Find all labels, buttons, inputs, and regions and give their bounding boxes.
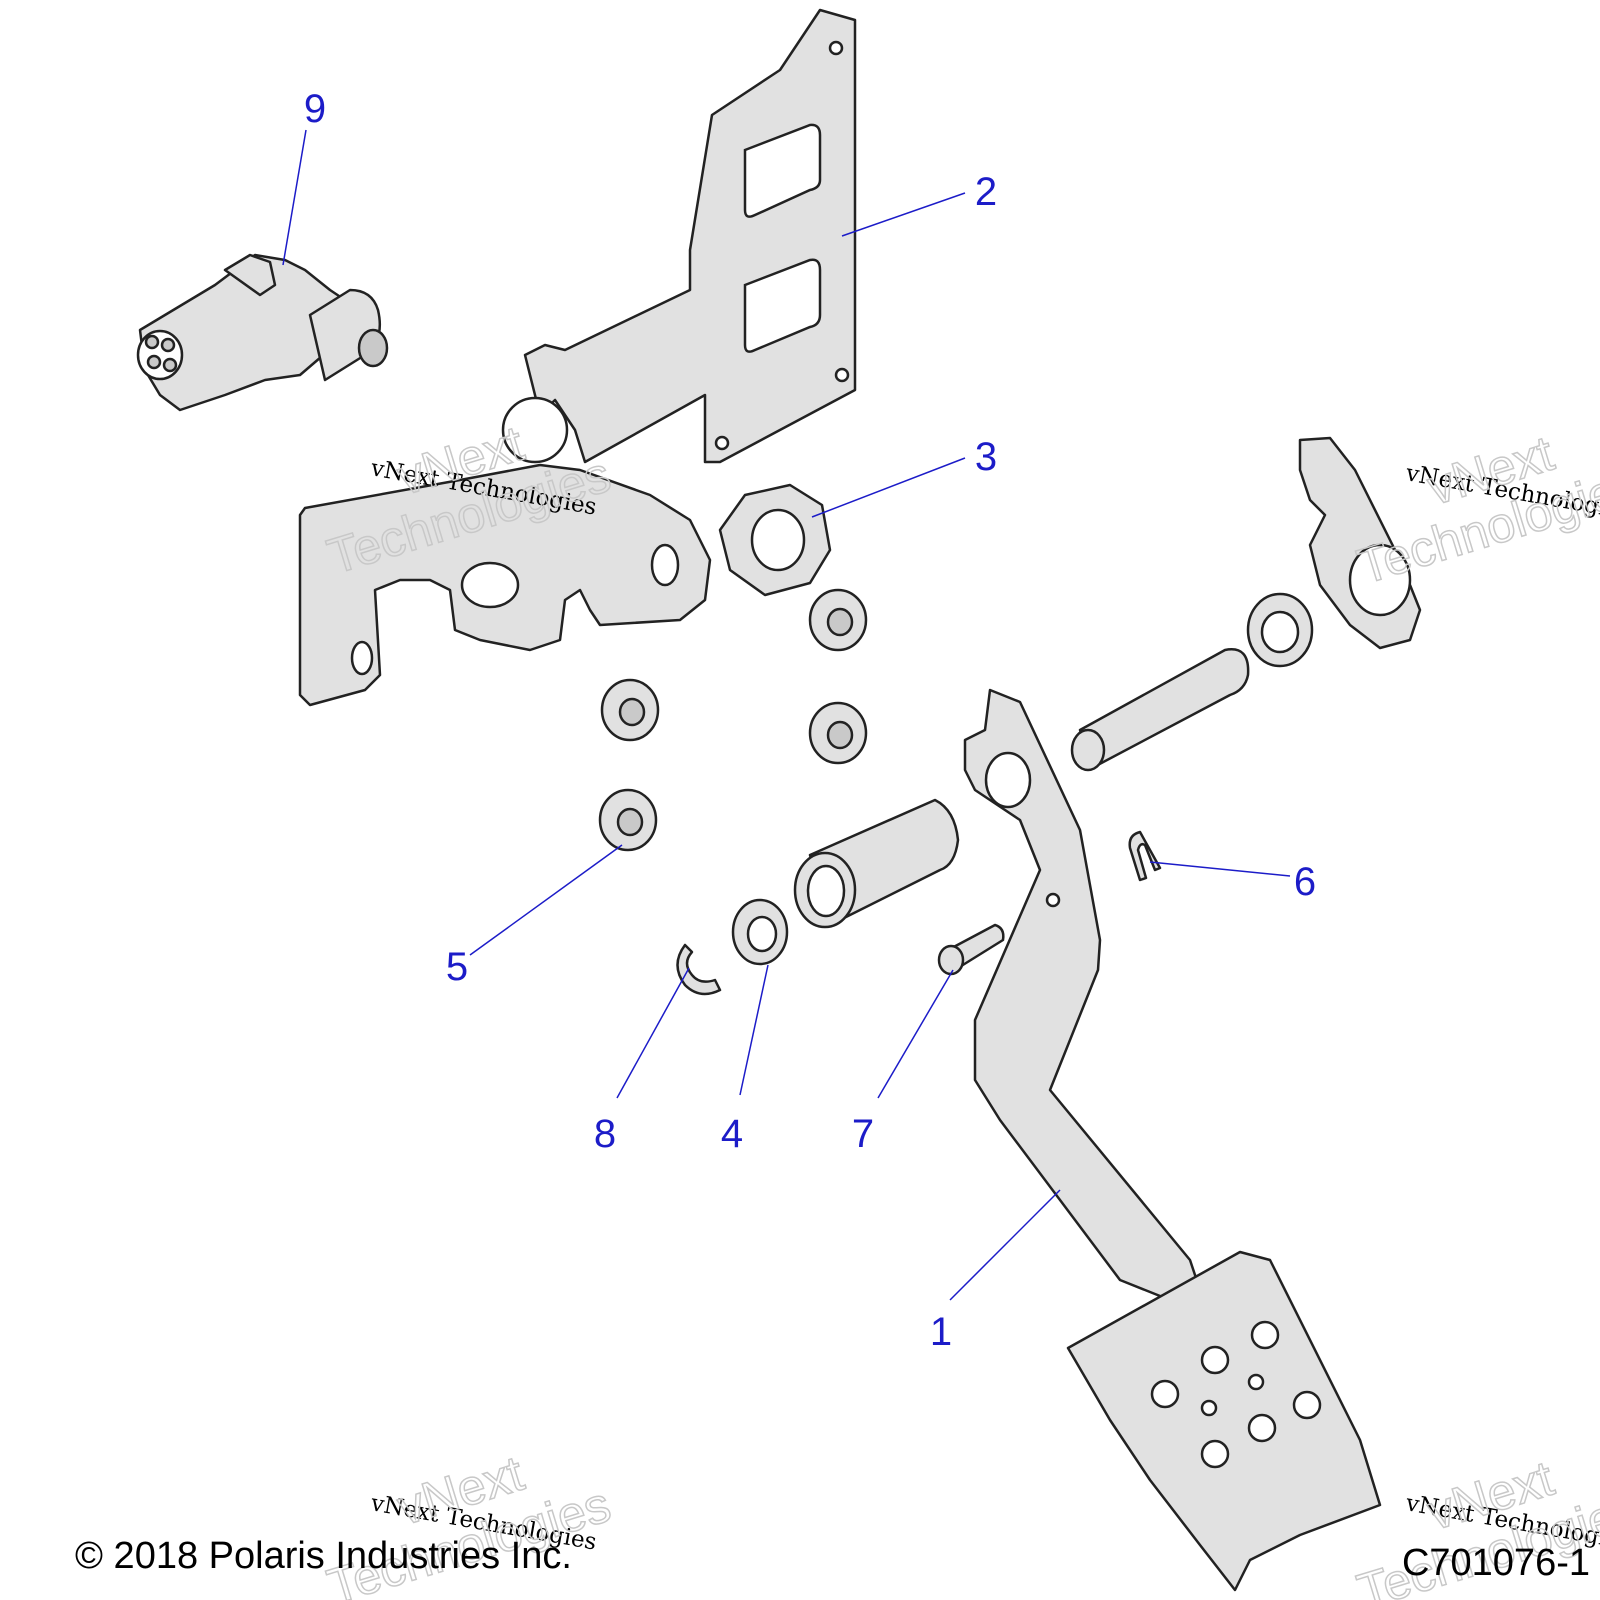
leader-4 xyxy=(739,964,769,1096)
callout-2: 2 xyxy=(975,170,997,214)
flange-nut xyxy=(808,588,868,652)
pivot-shaft xyxy=(1070,648,1250,772)
flange-nuts xyxy=(598,588,868,852)
brake-pedal-arm xyxy=(963,688,1382,1592)
callout-1: 1 xyxy=(930,1310,952,1354)
pivot-bushing xyxy=(1246,592,1314,668)
leader-6 xyxy=(1149,861,1291,877)
callout-6: 6 xyxy=(1294,860,1316,904)
leader-5 xyxy=(469,844,623,956)
hex-jam-nut xyxy=(718,483,832,597)
leader-7 xyxy=(877,969,954,1099)
mounting-bracket xyxy=(298,8,857,707)
callouts: 1 2 3 4 5 6 7 8 9 xyxy=(304,87,1316,1354)
watermark: vNext Technologies xyxy=(1350,424,1600,595)
callout-4: 4 xyxy=(721,1112,743,1156)
callout-8: 8 xyxy=(594,1112,616,1156)
flange-nut xyxy=(598,788,658,852)
callout-3: 3 xyxy=(975,435,997,479)
leader-2 xyxy=(841,192,966,237)
leader-3 xyxy=(811,457,966,518)
callout-9: 9 xyxy=(304,87,326,131)
hairpin-cotter xyxy=(1128,830,1162,882)
brake-switch-sensor xyxy=(136,253,389,412)
leader-9 xyxy=(282,129,307,266)
callout-5: 5 xyxy=(446,945,468,989)
callout-7: 7 xyxy=(852,1112,874,1156)
leader-8 xyxy=(616,967,690,1099)
flanged-washer xyxy=(731,898,789,966)
leader-lines xyxy=(282,129,1291,1301)
e-clip xyxy=(676,943,722,996)
flange-nut xyxy=(600,678,660,742)
leader-1 xyxy=(949,1189,1061,1301)
figure-id: C701076-1 xyxy=(1402,1542,1590,1584)
flange-nut xyxy=(808,701,868,765)
clevis-pin xyxy=(937,923,1005,976)
copyright-text: © 2018 Polaris Industries Inc. xyxy=(75,1535,572,1577)
spacer-tube xyxy=(793,798,960,929)
spring-plate xyxy=(1298,436,1422,650)
